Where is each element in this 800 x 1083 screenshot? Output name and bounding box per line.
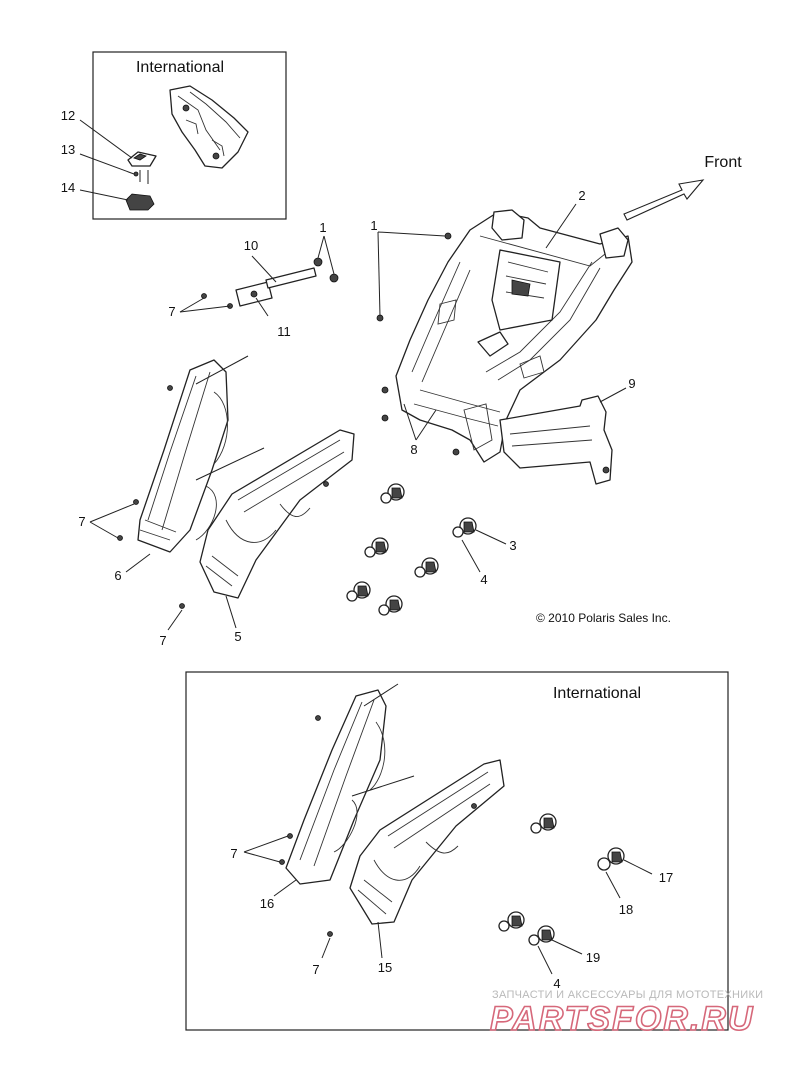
support-bracket — [499, 395, 613, 485]
front-arrow: Front — [623, 154, 742, 221]
callout-9: 9 — [628, 376, 635, 391]
callout-19: 19 — [586, 950, 600, 965]
headlight-housing-left — [117, 355, 265, 553]
watermark: ЗАПЧАСТИ И АКСЕССУАРЫ ДЛЯ МОТОТЕХНИКИ PA… — [489, 989, 763, 1039]
callout-7-left-housing: 7 — [78, 514, 85, 529]
callout-17: 17 — [659, 870, 673, 885]
callout-4-main: 4 — [480, 572, 487, 587]
watermark-tagline: ЗАПЧАСТИ И АКСЕССУАРЫ ДЛЯ МОТОТЕХНИКИ — [492, 989, 763, 1001]
callout-7-intl-left: 7 — [230, 846, 237, 861]
front-label: Front — [704, 154, 742, 171]
callout-15: 15 — [378, 960, 392, 975]
callout-11: 11 — [277, 324, 291, 339]
callout-16: 16 — [260, 896, 274, 911]
bottom-inset-title: International — [553, 685, 641, 702]
callout-18: 18 — [619, 902, 633, 917]
headlight-housing-right — [179, 429, 355, 609]
callout-1-frame: 1 — [370, 218, 377, 233]
reflector-bracket — [201, 257, 339, 309]
reflector-lamp-parts — [125, 151, 157, 211]
callout-3: 3 — [509, 538, 516, 553]
callout-7-bracket: 7 — [168, 304, 175, 319]
callout-4-intl: 4 — [553, 976, 560, 991]
callout-6: 6 — [114, 568, 121, 583]
intl-bulb-sockets — [498, 813, 625, 946]
copyright-notice: © 2010 Polaris Sales Inc. — [536, 611, 671, 625]
callout-2: 2 — [578, 188, 585, 203]
bulb-sockets-main — [346, 483, 477, 616]
callout-8: 8 — [410, 442, 417, 457]
top-inset-title: International — [136, 59, 224, 76]
bottom-international-inset: International 16 7 15 7 — [185, 671, 729, 1031]
callout-7-intl-right: 7 — [312, 962, 319, 977]
callout-12: 12 — [61, 108, 75, 123]
callout-10: 10 — [244, 238, 258, 253]
callout-5: 5 — [234, 629, 241, 644]
intl-housing-left — [279, 683, 415, 885]
top-international-inset: International 12 13 14 — [61, 51, 287, 220]
callout-14: 14 — [61, 180, 75, 195]
intl-housing-right — [327, 759, 505, 937]
watermark-brand: PARTSFOR.RU — [490, 1000, 754, 1038]
bracket-drawing — [169, 85, 249, 169]
callout-13: 13 — [61, 142, 75, 157]
callout-1-bracket: 1 — [319, 220, 326, 235]
callout-7-right-housing: 7 — [159, 633, 166, 648]
